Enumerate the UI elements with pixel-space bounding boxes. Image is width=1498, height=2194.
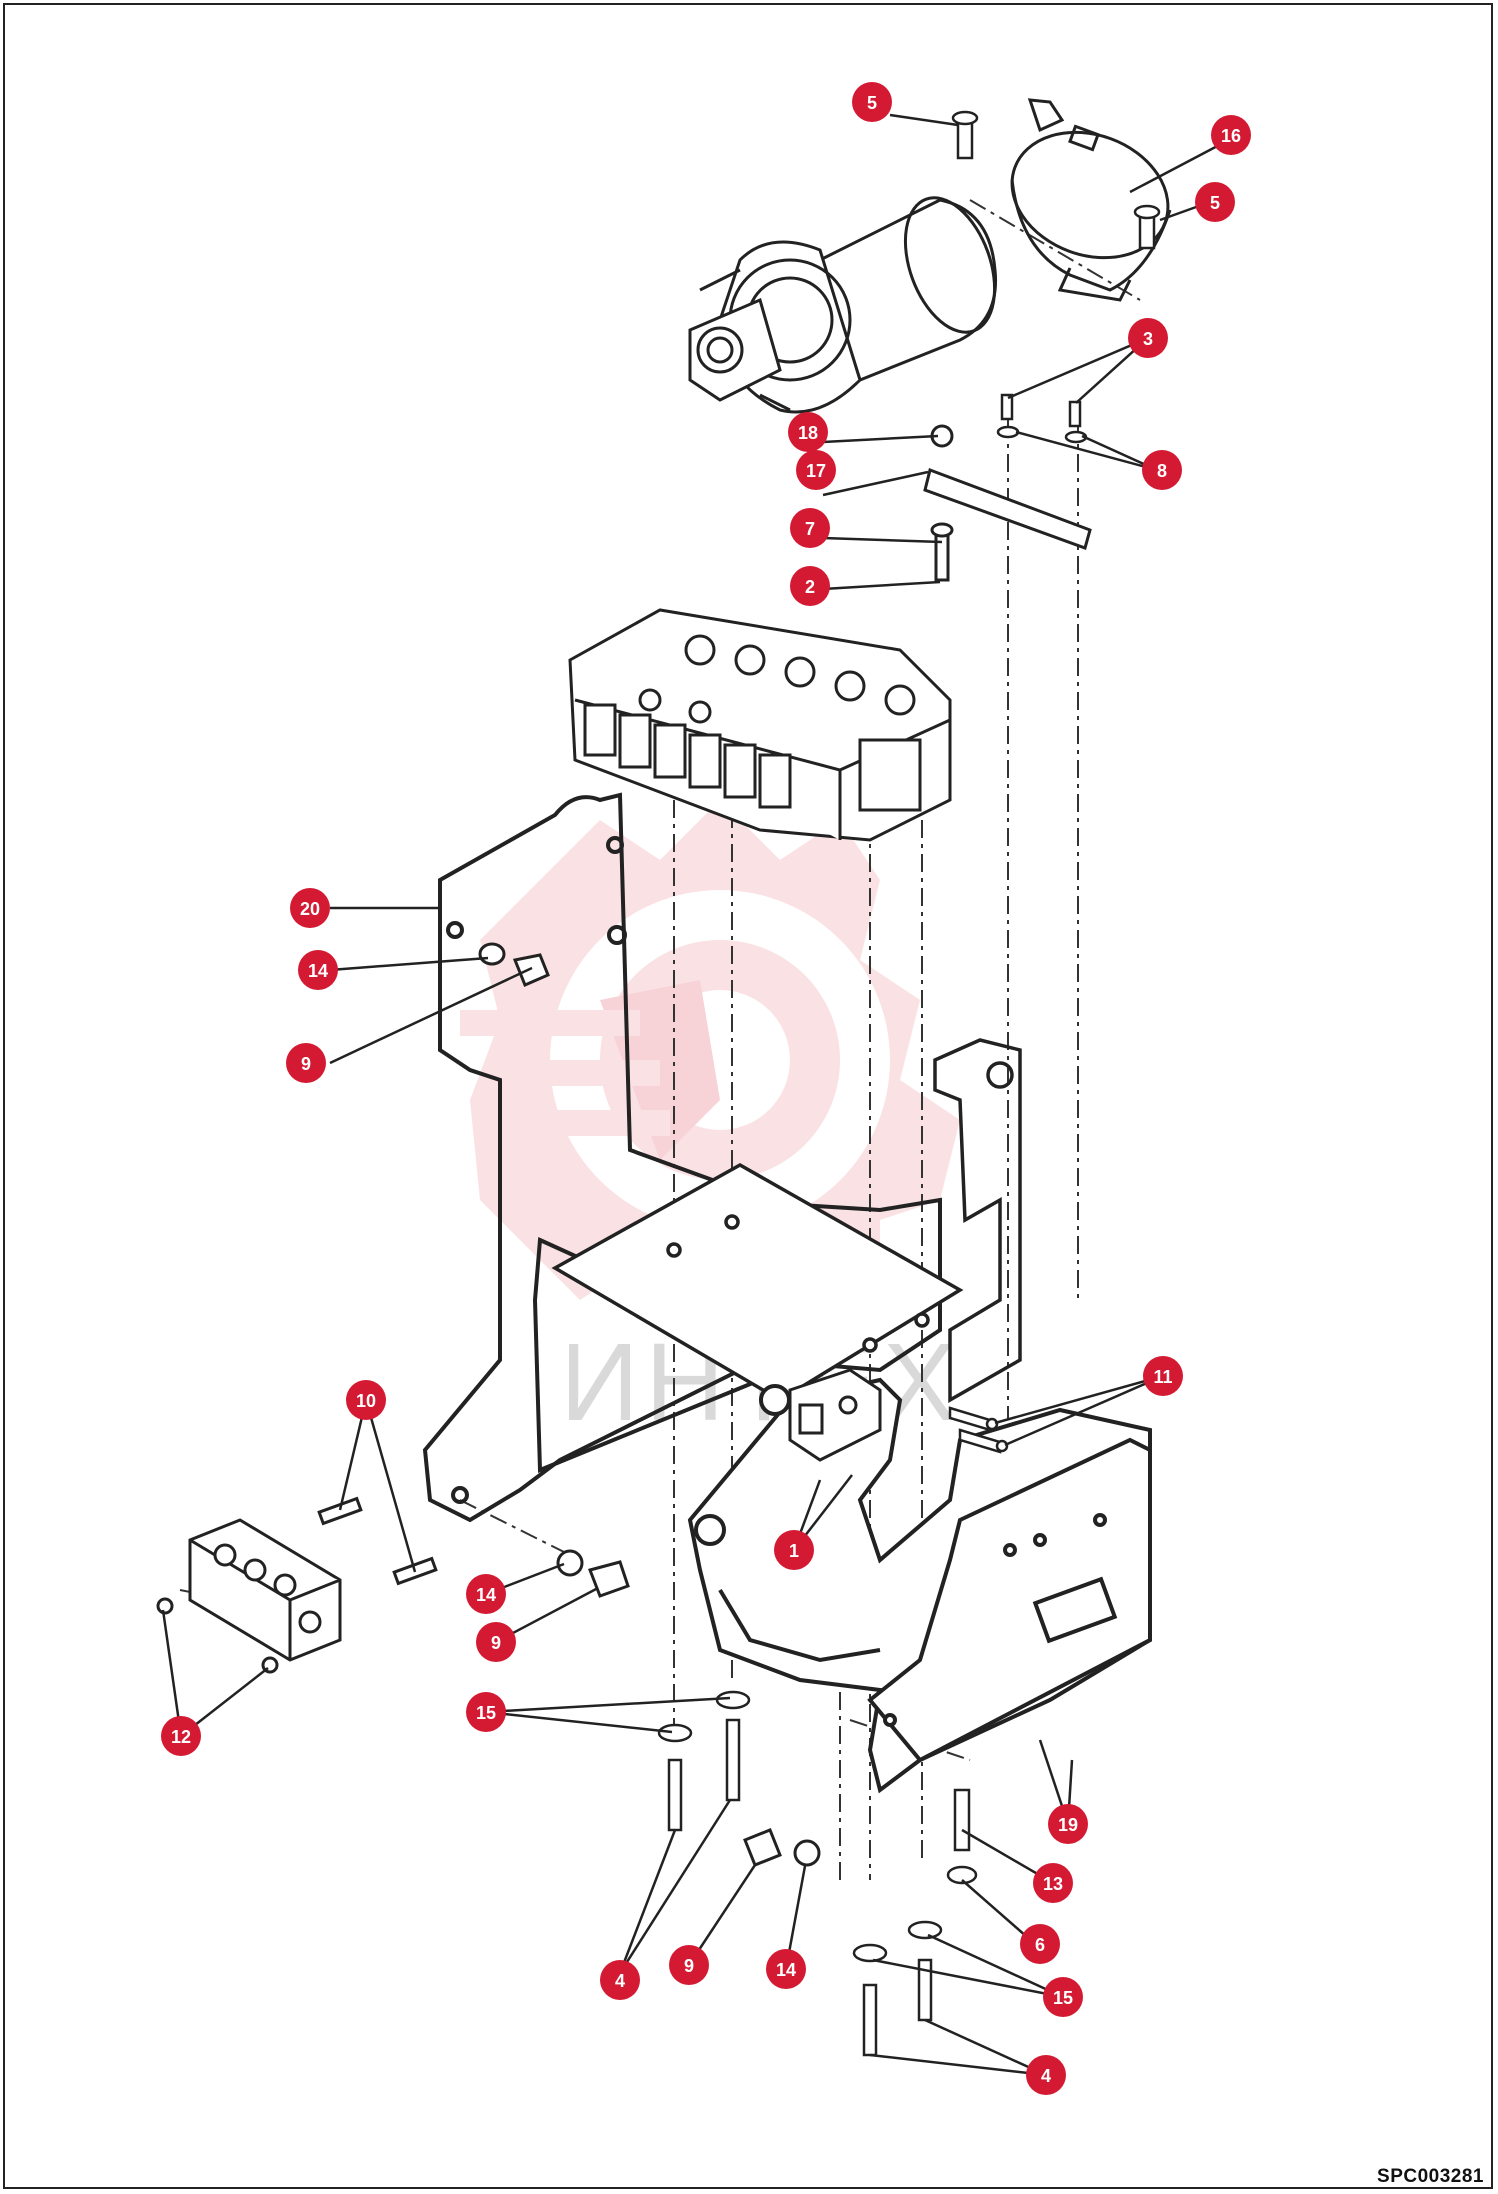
svg-text:5: 5 xyxy=(867,93,877,113)
svg-text:11: 11 xyxy=(1153,1367,1172,1387)
drawing-frame xyxy=(3,3,1493,2189)
callout-14-lower[interactable]: 14 xyxy=(766,1949,806,1989)
svg-text:16: 16 xyxy=(1221,126,1241,146)
svg-text:9: 9 xyxy=(491,1633,501,1653)
svg-text:20: 20 xyxy=(300,899,320,919)
svg-text:5: 5 xyxy=(1210,193,1220,213)
svg-text:1: 1 xyxy=(789,1541,799,1561)
callout-1[interactable]: 1 xyxy=(774,1530,814,1570)
svg-text:4: 4 xyxy=(615,1971,625,1991)
callout-8[interactable]: 8 xyxy=(1142,450,1182,490)
callout-4-lower-left[interactable]: 4 xyxy=(600,1960,640,2000)
svg-text:2: 2 xyxy=(805,577,815,597)
svg-text:3: 3 xyxy=(1143,329,1153,349)
callout-13[interactable]: 13 xyxy=(1033,1863,1073,1903)
callout-3[interactable]: 3 xyxy=(1128,318,1168,358)
mounting-bracket xyxy=(788,1368,882,1462)
svg-text:17: 17 xyxy=(806,461,826,481)
svg-text:18: 18 xyxy=(798,423,818,443)
callout-5-top[interactable]: 5 xyxy=(852,82,892,122)
callout-19[interactable]: 19 xyxy=(1048,1804,1088,1844)
side-bracket xyxy=(933,1038,1022,1404)
callout-14-upper[interactable]: 14 xyxy=(298,950,338,990)
callout-9-middle[interactable]: 9 xyxy=(476,1622,516,1662)
callout-bubbles: 5 16 5 3 18 8 17 7 xyxy=(161,82,1251,2095)
long-bolts xyxy=(657,1690,978,2057)
callout-14-middle[interactable]: 14 xyxy=(466,1574,506,1614)
svg-text:6: 6 xyxy=(1035,1935,1045,1955)
callout-15-upper[interactable]: 15 xyxy=(466,1692,506,1732)
callout-9-upper[interactable]: 9 xyxy=(286,1043,326,1083)
callout-18[interactable]: 18 xyxy=(788,412,828,452)
svg-text:14: 14 xyxy=(476,1585,496,1605)
callout-6[interactable]: 6 xyxy=(1020,1924,1060,1964)
shelf-plate xyxy=(551,1162,964,1403)
svg-text:14: 14 xyxy=(308,961,328,981)
bolts-11 xyxy=(948,1406,1009,1454)
callout-4-lower-right[interactable]: 4 xyxy=(1026,2055,1066,2095)
callout-17[interactable]: 17 xyxy=(796,450,836,490)
svg-text:10: 10 xyxy=(356,1391,376,1411)
svg-text:9: 9 xyxy=(684,1956,694,1976)
svg-text:8: 8 xyxy=(1157,461,1167,481)
svg-text:13: 13 xyxy=(1043,1874,1063,1894)
svg-text:15: 15 xyxy=(476,1703,496,1723)
hydraulic-pump-motor xyxy=(688,196,998,414)
svg-text:7: 7 xyxy=(805,519,815,539)
callout-12[interactable]: 12 xyxy=(161,1716,201,1756)
lower-base-frame xyxy=(687,1377,1152,1794)
svg-text:4: 4 xyxy=(1041,2066,1051,2086)
callout-10[interactable]: 10 xyxy=(346,1380,386,1420)
svg-text:14: 14 xyxy=(776,1960,796,1980)
svg-text:19: 19 xyxy=(1058,1815,1078,1835)
callout-16[interactable]: 16 xyxy=(1211,115,1251,155)
clamp-bolts xyxy=(951,110,1161,444)
svg-text:15: 15 xyxy=(1053,1988,1073,2008)
svg-text:12: 12 xyxy=(171,1727,191,1747)
callout-2[interactable]: 2 xyxy=(790,566,830,606)
manifold-block xyxy=(156,1496,438,1674)
callout-11[interactable]: 11 xyxy=(1143,1356,1183,1396)
control-valve-bank xyxy=(568,608,952,842)
svg-text:9: 9 xyxy=(301,1054,311,1074)
clamp-band xyxy=(1010,98,1172,302)
watermark-logo xyxy=(460,800,960,1320)
drawing-reference-code: SPC003281 xyxy=(1377,2166,1484,2187)
callout-5-right[interactable]: 5 xyxy=(1195,182,1235,222)
callout-7[interactable]: 7 xyxy=(790,508,830,548)
callout-15-lower[interactable]: 15 xyxy=(1043,1977,1083,2017)
callout-9-lower[interactable]: 9 xyxy=(669,1945,709,1985)
callout-20[interactable]: 20 xyxy=(290,888,330,928)
